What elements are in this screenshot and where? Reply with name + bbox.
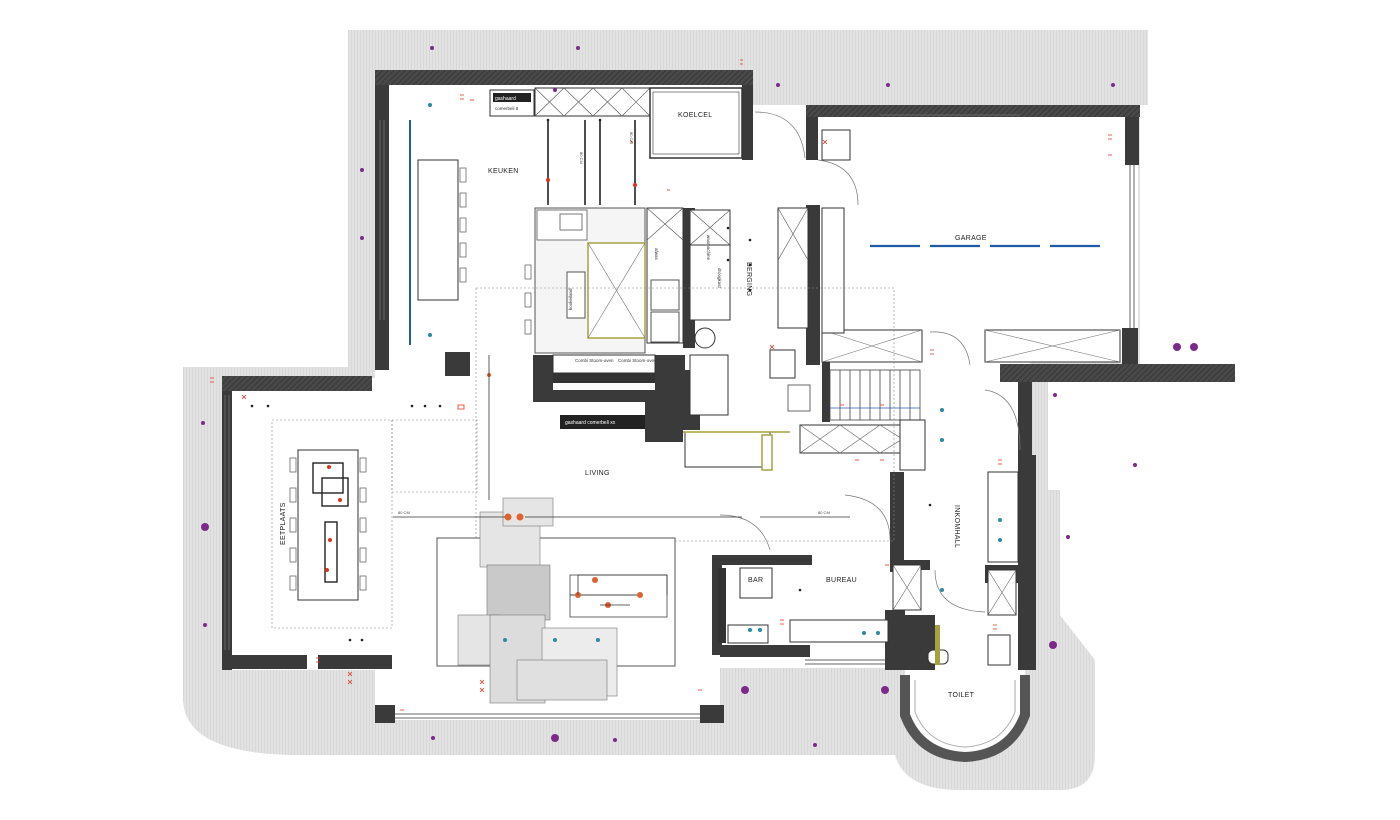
wall-east-hall <box>1018 455 1036 670</box>
label-inkomhall: INKOMHALL <box>953 505 960 548</box>
wall-fireplace-right <box>645 402 683 442</box>
appliance-labels: gashaard comerbeli 8 gashaard comerbeli … <box>495 96 722 426</box>
staircase <box>787 369 921 421</box>
wall-south-dining-2 <box>318 655 392 669</box>
wall-central-stub <box>445 352 470 376</box>
wall-bureau-south <box>720 645 810 657</box>
wall-bureau-west <box>712 555 722 655</box>
label-berging: BERGING <box>745 262 752 296</box>
dimension-lines <box>393 355 850 606</box>
wall-east-garage-bottom <box>1122 328 1138 364</box>
label-afwas: afwas <box>654 248 659 261</box>
label-bureau: BUREAU <box>826 577 857 584</box>
label-keuken: KEUKEN <box>488 168 519 175</box>
berging <box>689 207 809 416</box>
living-area <box>391 287 895 704</box>
electrical-markers <box>210 59 1112 711</box>
label-gashaard-top-2: comerbeli 8 <box>495 106 519 111</box>
label-droogkast: droogkast <box>717 268 722 289</box>
wall-west-dining <box>222 376 232 670</box>
wall-bureau-north <box>712 555 812 565</box>
garage <box>754 111 1121 363</box>
wall-south-living-right <box>700 705 724 723</box>
wall-bureau-east <box>885 610 905 670</box>
dim-keuken-right: 80 CM <box>629 132 634 144</box>
wall-south-dining <box>222 655 307 669</box>
wall-garage-west-top <box>806 105 818 160</box>
wall-east-hall-top <box>1018 382 1032 472</box>
label-bar: BAR <box>748 577 763 584</box>
label-toilet: TOILET <box>948 692 975 699</box>
wall-stair-west <box>822 362 830 422</box>
teal-points <box>428 103 1002 642</box>
label-koelcel: KOELCEL <box>678 112 712 119</box>
bureau-area <box>718 494 891 644</box>
label-gashaard-living: gashaard comerbeli xx <box>565 420 616 426</box>
toilet-bay <box>900 675 1030 763</box>
label-combi-oven-1: Combi Stoom-oven <box>575 358 614 363</box>
toilet-fixtures <box>927 625 1011 666</box>
label-wasmachine: wasmachine <box>706 235 711 261</box>
wall-fireplace-top <box>533 390 683 402</box>
label-eetplaats: EETPLAATS <box>280 502 287 545</box>
dim-living-right: 80 CM <box>818 510 830 515</box>
dim-keuken-vertical: 80 CM <box>579 152 584 164</box>
kitchen <box>417 87 743 383</box>
light-points <box>250 118 932 642</box>
label-garage: GARAGE <box>955 235 987 242</box>
wall-central-stair <box>533 355 553 395</box>
label-combi-oven-2: Combi Stoom-oven <box>618 358 657 363</box>
windows <box>224 114 1135 719</box>
dimension-labels: 80 CM 80 CM 80 CM 80 CM <box>398 132 830 515</box>
dining-area <box>271 419 393 629</box>
wall-east-garage-top <box>1125 105 1139 165</box>
label-gashaard-top-1: gashaard <box>495 96 516 102</box>
label-living: LIVING <box>585 470 610 477</box>
hall-cabinets <box>799 331 1021 616</box>
wall-garage-west <box>806 205 820 365</box>
room-labels: KEUKEN KOELCEL GARAGE BERGING LIVING EET… <box>280 112 987 699</box>
exterior-lights <box>201 46 1198 747</box>
dim-living-left: 80 CM <box>398 510 410 515</box>
wall-hall-west <box>890 472 904 572</box>
wall-south-living-left <box>375 705 395 723</box>
orange-points <box>487 373 643 608</box>
label-kookeiland: kookeiland <box>568 288 573 310</box>
wall-east-kitchen <box>742 70 753 160</box>
wall-hatching <box>222 70 1235 391</box>
wall-west-kitchen <box>375 70 389 370</box>
